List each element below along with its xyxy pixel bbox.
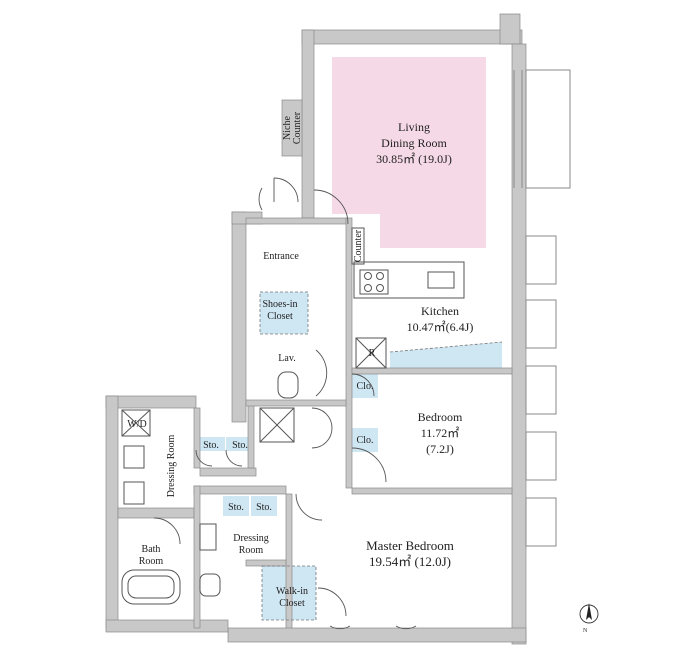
bath-label-line1: Bath bbox=[142, 544, 161, 555]
kitchen-counter bbox=[351, 227, 465, 369]
bath-label-line2: Room bbox=[139, 556, 164, 567]
walkin-closet-line1: Walk-in bbox=[276, 586, 308, 597]
walls bbox=[105, 13, 527, 645]
living-highlight bbox=[332, 57, 486, 248]
compass: N bbox=[579, 603, 599, 634]
entrance-label: Entrance bbox=[263, 251, 299, 262]
niche-counter-line2: Counter bbox=[292, 111, 303, 144]
lav-label: Lav. bbox=[278, 353, 295, 364]
door-swings bbox=[153, 177, 417, 630]
dressing-room-center-line1: Dressing bbox=[233, 533, 269, 544]
closet-outlines bbox=[259, 291, 503, 621]
sto-label-c: Sto. bbox=[228, 502, 244, 513]
clo-label-a: Clo. bbox=[357, 381, 374, 392]
compass-north-icon: N bbox=[583, 628, 588, 634]
shoes-closet-line2: Closet bbox=[267, 311, 293, 322]
living-label-line1: Living bbox=[398, 120, 430, 134]
master-bedroom-label: Master Bedroom bbox=[366, 538, 454, 553]
fixtures bbox=[121, 371, 299, 605]
clo-label-b: Clo. bbox=[357, 435, 374, 446]
dressing-room-left-label: Dressing Room bbox=[166, 435, 177, 498]
bedroom-area-line2: (7.2J) bbox=[426, 442, 454, 456]
fridge-label: R bbox=[369, 348, 376, 359]
sto-label-a: Sto. bbox=[203, 440, 219, 451]
kitchen-label: Kitchen bbox=[421, 304, 459, 318]
bedroom-label: Bedroom bbox=[418, 410, 463, 424]
balconies bbox=[513, 69, 571, 547]
niche-counter-line1: Niche bbox=[282, 116, 293, 140]
shoes-closet-line1: Shoes-in bbox=[263, 299, 298, 310]
master-bedroom-area: 19.54㎡ (12.0J) bbox=[369, 554, 451, 569]
counter-label: Counter bbox=[353, 229, 364, 262]
living-label-line2: Dining Room bbox=[381, 136, 447, 150]
walkin-closet-line2: Closet bbox=[279, 598, 305, 609]
sto-label-b: Sto. bbox=[232, 440, 248, 451]
bedroom-area-line1: 11.72㎡ bbox=[421, 426, 460, 440]
wd-label: W/D bbox=[127, 419, 146, 430]
dressing-room-center-line2: Room bbox=[239, 545, 264, 556]
kitchen-area: 10.47㎡(6.4J) bbox=[407, 320, 474, 334]
sto-label-d: Sto. bbox=[256, 502, 272, 513]
living-area: 30.85㎡ (19.0J) bbox=[376, 152, 452, 166]
